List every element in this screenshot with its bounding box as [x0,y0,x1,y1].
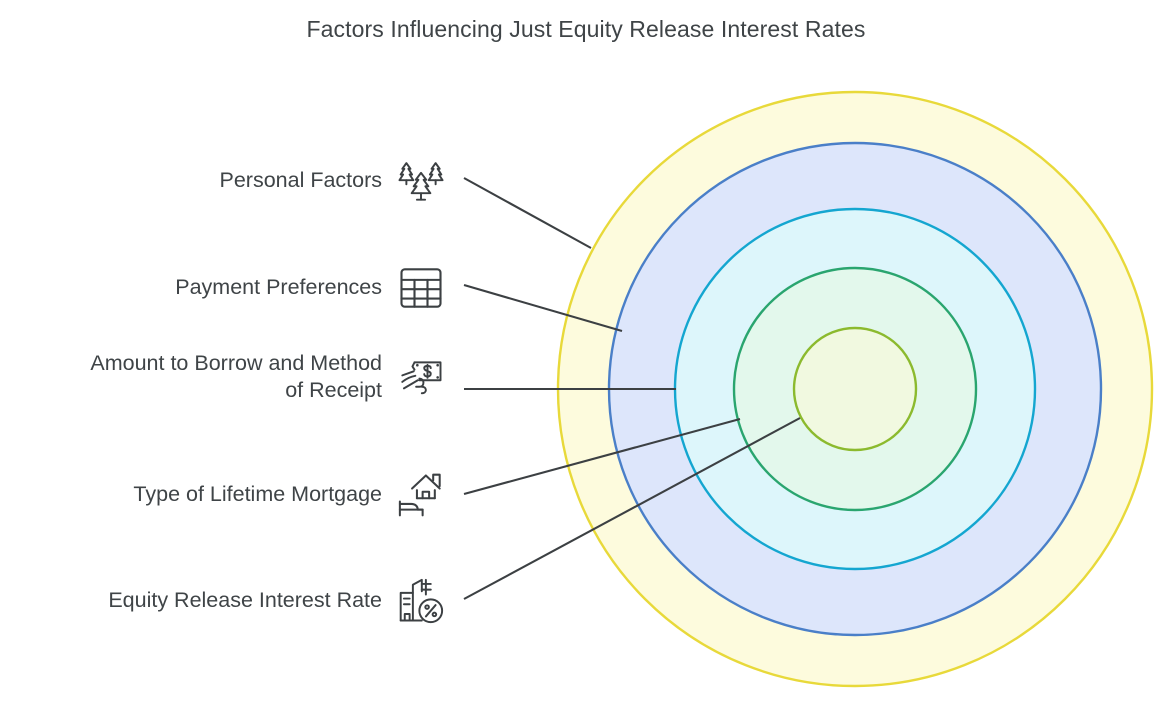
label-text-payment-preferences: Payment Preferences [175,275,382,300]
label-row-personal-factors[interactable]: Personal Factors [50,152,450,210]
trees-icon [392,152,450,210]
label-text-equity-release-interest-rate: Equity Release Interest Rate [108,588,382,613]
connector-line-equity-release-interest-rate [463,417,801,600]
label-row-payment-preferences[interactable]: Payment Preferences [50,259,450,317]
house-bed-icon [392,466,450,524]
connector-line-type-of-lifetime-mortgage [463,417,741,496]
page-title: Factors Influencing Just Equity Release … [306,16,866,42]
label-text-amount-to-borrow: Amount to Borrow and Method of Receipt [90,350,382,402]
label-row-amount-to-borrow[interactable]: Amount to Borrow and Method of Receipt [50,348,450,406]
label-row-equity-release-interest-rate[interactable]: Equity Release Interest Rate [50,572,450,630]
hand-money-icon [392,348,450,406]
ring-equity-release-interest-rate [792,326,918,452]
table-icon [392,259,450,317]
connector-line-payment-preferences [463,283,623,333]
connector-line-personal-factors [463,177,592,249]
building-percent-icon [392,572,450,630]
label-text-personal-factors: Personal Factors [219,168,382,193]
label-row-type-of-lifetime-mortgage[interactable]: Type of Lifetime Mortgage [50,466,450,524]
label-text-type-of-lifetime-mortgage: Type of Lifetime Mortgage [133,482,382,507]
